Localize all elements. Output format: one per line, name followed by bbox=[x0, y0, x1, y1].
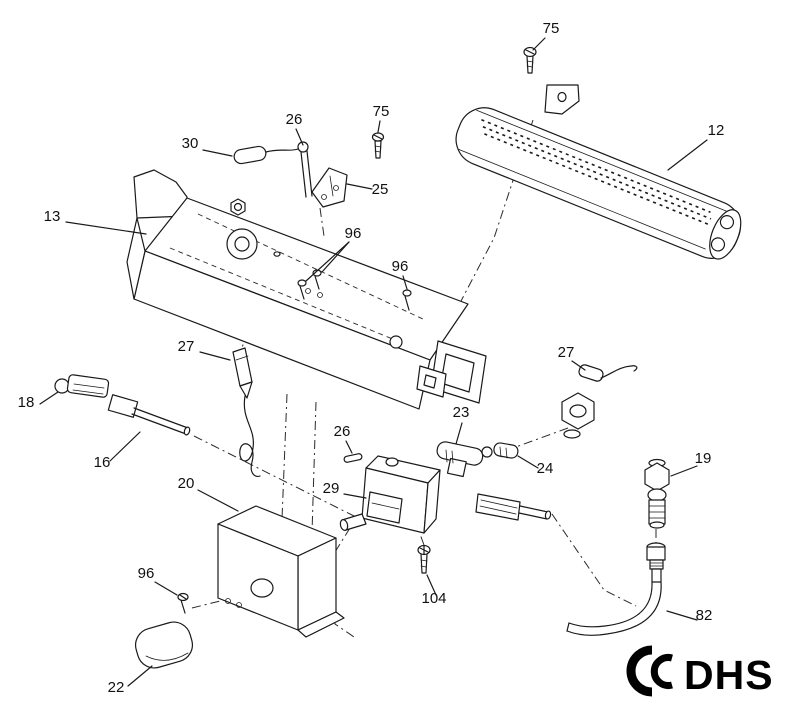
callout-23: 23 bbox=[453, 404, 470, 421]
thermocouple-27 bbox=[232, 347, 261, 478]
callout-18: 18 bbox=[18, 394, 35, 411]
burner-pan-13 bbox=[126, 169, 487, 410]
dhs-logo-outer-arc bbox=[626, 645, 653, 697]
dhs-logo-inner-arc bbox=[650, 654, 673, 689]
screw-75-igniter bbox=[371, 132, 385, 159]
dhs-logo-text: DHS bbox=[684, 652, 774, 698]
callout-26-pin: 26 bbox=[334, 423, 351, 440]
fitting-27-right bbox=[578, 364, 638, 382]
tube-82 bbox=[566, 542, 666, 636]
orifice-24 bbox=[481, 442, 519, 459]
callout-16: 16 bbox=[94, 454, 111, 471]
dhs-logo: DHS bbox=[626, 645, 774, 698]
callout-27-left: 27 bbox=[178, 338, 195, 355]
outlet-fitting bbox=[475, 493, 552, 521]
callout-104: 104 bbox=[421, 590, 446, 607]
inlet-nut bbox=[561, 392, 595, 439]
callout-13: 13 bbox=[44, 208, 61, 225]
igniter-cylinder-30 bbox=[233, 145, 267, 165]
burner-tube-12 bbox=[455, 84, 742, 260]
callout-20: 20 bbox=[178, 475, 195, 492]
burner-bracket-tab bbox=[544, 84, 580, 115]
knob-22 bbox=[134, 621, 194, 669]
screws-96-pan bbox=[297, 269, 322, 300]
screw-104 bbox=[417, 544, 431, 574]
callout-75-top: 75 bbox=[543, 20, 560, 37]
igniter-wire-26 bbox=[265, 141, 313, 198]
screw-75-top bbox=[523, 46, 537, 74]
callout-12: 12 bbox=[708, 122, 725, 139]
callout-26-igniter: 26 bbox=[286, 111, 303, 128]
callout-25: 25 bbox=[372, 181, 389, 198]
screw-96-right bbox=[402, 289, 412, 311]
grommet-nut bbox=[230, 198, 246, 216]
t-fitting-23 bbox=[436, 441, 484, 478]
callout-22: 22 bbox=[108, 679, 125, 696]
leader-lines bbox=[39, 37, 708, 687]
bracket-20 bbox=[217, 505, 345, 638]
callout-96-pan: 96 bbox=[345, 225, 362, 242]
elbow-19 bbox=[644, 458, 670, 529]
callout-24: 24 bbox=[537, 460, 554, 477]
callout-29: 29 bbox=[323, 480, 340, 497]
callout-30: 30 bbox=[182, 135, 199, 152]
callout-96-bracket: 96 bbox=[138, 565, 155, 582]
callout-19: 19 bbox=[695, 450, 712, 467]
pin-26 bbox=[343, 453, 363, 463]
callout-75-igniter: 75 bbox=[373, 103, 390, 120]
igniter-bracket-25 bbox=[311, 167, 348, 208]
callout-96-right: 96 bbox=[392, 258, 409, 275]
fitting-18 bbox=[54, 374, 110, 398]
pan-vent-hole bbox=[389, 335, 403, 349]
screw-96-bracket bbox=[177, 592, 189, 614]
bracket-hole bbox=[250, 578, 274, 598]
venturi-ring bbox=[226, 228, 258, 260]
pan-end-tab bbox=[416, 365, 447, 398]
callout-27-right: 27 bbox=[558, 344, 575, 361]
valve-body-29 bbox=[339, 455, 441, 534]
callout-82: 82 bbox=[696, 607, 713, 624]
tube-16 bbox=[107, 394, 191, 436]
